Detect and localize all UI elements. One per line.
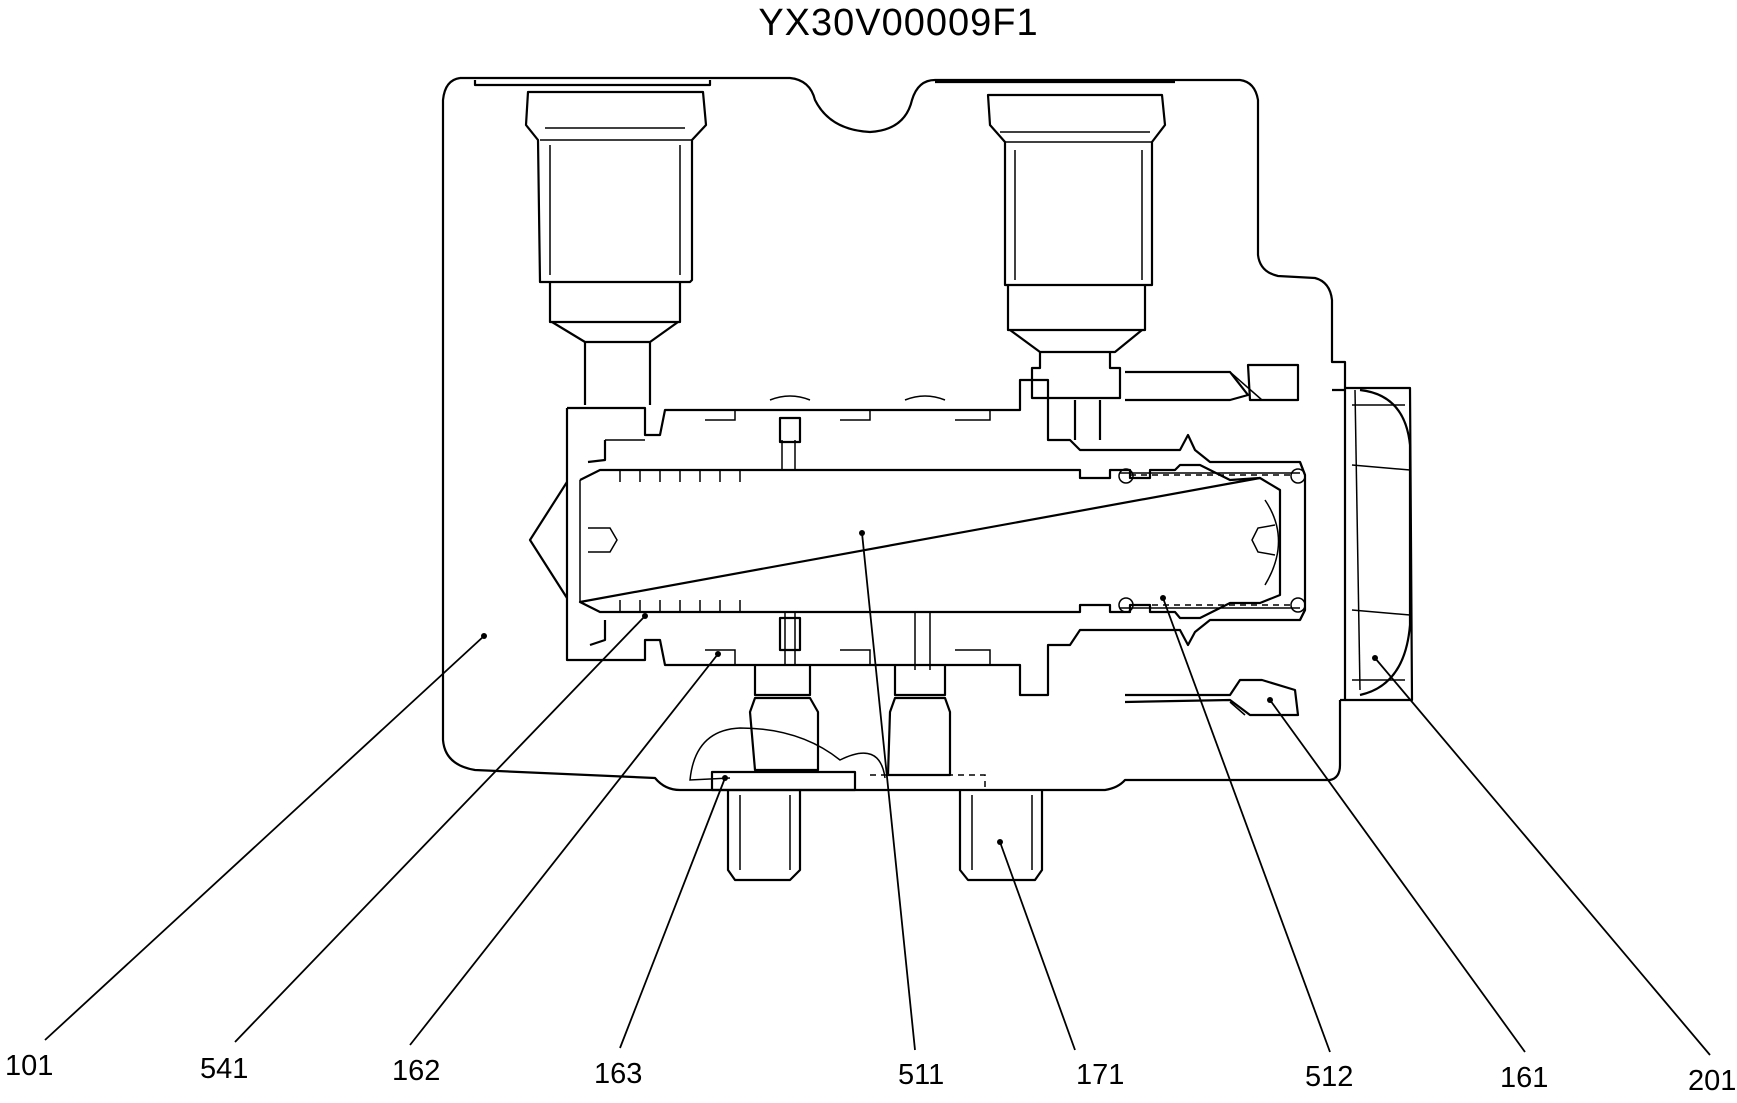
- leader-101: [44, 635, 485, 1041]
- callout-162: 162: [392, 1055, 440, 1087]
- callout-161: 161: [1500, 1062, 1548, 1094]
- leader-201: [1374, 657, 1711, 1056]
- lower-plug-left: [689, 665, 886, 882]
- valve-housing: [441, 76, 1414, 792]
- leader-161: [1269, 699, 1526, 1053]
- upper-plug-left: [473, 80, 712, 405]
- upper-plug-right: [935, 80, 1175, 440]
- leader-162: [409, 653, 719, 1046]
- callout-171: 171: [1076, 1059, 1124, 1091]
- leader-163: [619, 777, 726, 1049]
- leader-541: [234, 615, 646, 1043]
- callout-anchors: [481, 530, 1378, 845]
- upper-right-seat: [1125, 363, 1300, 402]
- callout-201: 201: [1688, 1065, 1736, 1097]
- callout-541: 541: [200, 1053, 248, 1085]
- callout-511: 511: [898, 1059, 944, 1091]
- callout-163: 163: [594, 1058, 642, 1090]
- callout-512: 512: [1305, 1061, 1353, 1093]
- spool-sleeve: [565, 378, 1307, 697]
- lower-right-seat: [1124, 678, 1300, 717]
- left-end-point: [528, 481, 568, 599]
- leader-171: [999, 841, 1076, 1051]
- spool: [578, 416, 1282, 670]
- leader-512: [1162, 597, 1331, 1053]
- leader-lines: [44, 532, 1711, 1056]
- lower-plug-right: [870, 665, 1044, 882]
- drawing-code: YX30V00009F1: [758, 2, 1039, 44]
- callout-labels: 101 541 162 163 511 171 512 161 201: [5, 1050, 1736, 1097]
- callout-101: 101: [5, 1050, 53, 1082]
- leader-511: [861, 532, 916, 1051]
- spring: [1118, 461, 1307, 621]
